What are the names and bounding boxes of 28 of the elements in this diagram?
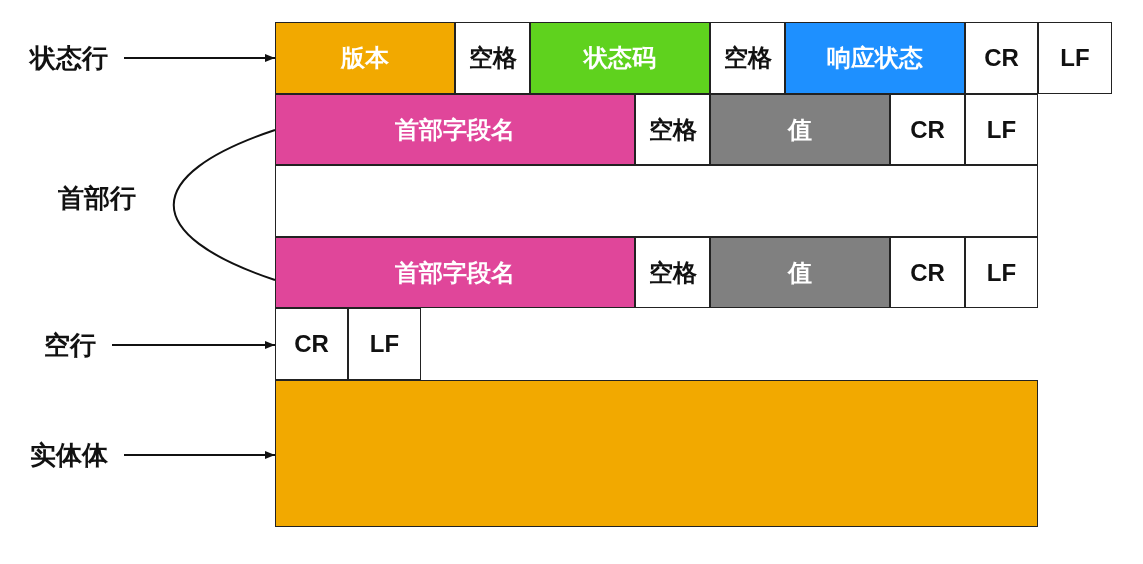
field-cell: LF — [965, 237, 1038, 308]
field-cell: 版本 — [275, 22, 455, 94]
field-cell: CR — [965, 22, 1038, 94]
field-cell: LF — [965, 94, 1038, 165]
field-cell: 响应状态 — [785, 22, 965, 94]
field-cell: CR — [890, 94, 965, 165]
empty-block — [275, 165, 1038, 237]
arrow — [111, 341, 276, 349]
field-cell: LF — [348, 308, 421, 380]
field-cell: 首部字段名 — [275, 237, 635, 308]
field-cell: CR — [275, 308, 348, 380]
arrow — [123, 54, 276, 62]
row-label: 空行 — [44, 327, 96, 363]
field-cell: 首部字段名 — [275, 94, 635, 165]
field-cell: 空格 — [455, 22, 530, 94]
arrow — [123, 451, 276, 459]
empty-block — [275, 380, 1038, 527]
field-cell: 空格 — [635, 94, 710, 165]
field-cell: 空格 — [710, 22, 785, 94]
field-cell: CR — [890, 237, 965, 308]
field-cell: 值 — [710, 237, 890, 308]
row-label: 实体体 — [30, 437, 108, 473]
row-label: 状态行 — [30, 40, 108, 76]
field-cell: 状态码 — [530, 22, 710, 94]
row-label: 首部行 — [58, 182, 136, 215]
field-cell: 值 — [710, 94, 890, 165]
field-cell: LF — [1038, 22, 1112, 94]
field-cell: 空格 — [635, 237, 710, 308]
